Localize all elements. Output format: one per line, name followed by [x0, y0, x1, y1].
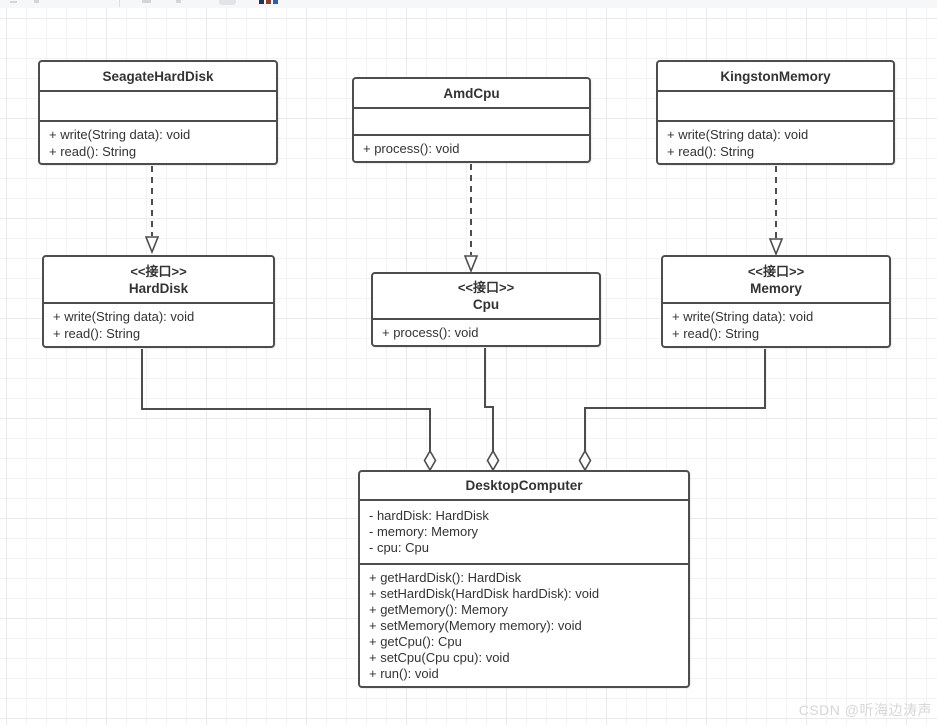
aggregation-memory-to-desktop[interactable] — [585, 349, 765, 451]
field-row: - memory: Memory — [369, 524, 479, 539]
aggregation-diamond — [488, 451, 499, 470]
toolbar-color-icon — [259, 0, 264, 4]
interface-title: Cpu — [472, 297, 500, 312]
method-row: + write(String data): void — [672, 309, 814, 324]
method-row: + getMemory(): Memory — [369, 602, 509, 617]
stereotype-label: <<接口>> — [747, 263, 805, 279]
method-row: + write(String data): void — [53, 309, 195, 324]
fields-compartment — [658, 90, 893, 120]
realization-arrowhead — [146, 237, 158, 252]
interface-cpu[interactable]: <<接口>> Cpu + process(): void — [371, 272, 601, 347]
method-row: + getCpu(): Cpu — [369, 634, 462, 649]
method-row: + write(String data): void — [667, 127, 809, 142]
aggregation-diamond — [580, 451, 591, 470]
fields-compartment — [354, 107, 589, 134]
toolbar-pill — [219, 0, 236, 5]
realization-arrowhead — [770, 239, 782, 254]
method-row: + read(): String — [49, 144, 137, 159]
toolbar-color-icon — [273, 0, 278, 4]
aggregation-cpu-to-desktop[interactable] — [485, 348, 493, 451]
class-title: AmdCpu — [443, 85, 500, 101]
fields-compartment: - hardDisk: HardDisk - memory: Memory - … — [360, 499, 688, 563]
class-amd-cpu[interactable]: AmdCpu + process(): void — [352, 77, 591, 163]
class-title: KingstonMemory — [720, 68, 831, 84]
aggregation-diamond — [425, 451, 436, 470]
method-row: + read(): String — [667, 144, 755, 159]
class-desktop-computer[interactable]: DesktopComputer - hardDisk: HardDisk - m… — [358, 470, 690, 688]
stereotype-label: <<接口>> — [130, 263, 187, 279]
method-row: + read(): String — [672, 326, 760, 341]
toolbar-fragment — [176, 0, 181, 3]
toolbar-fragment — [34, 0, 39, 3]
method-row: + write(String data): void — [49, 127, 191, 142]
class-kingston-memory[interactable]: KingstonMemory + write(String data): voi… — [656, 60, 895, 165]
method-row: + read(): String — [53, 326, 141, 341]
interface-title: HardDisk — [128, 280, 189, 296]
methods-compartment: + process(): void — [354, 134, 589, 161]
field-row: - hardDisk: HardDisk — [369, 508, 489, 523]
interface-hard-disk[interactable]: <<接口>> HardDisk + write(String data): vo… — [42, 255, 275, 348]
methods-compartment: + write(String data): void + read(): Str… — [663, 302, 889, 346]
aggregation-harddisk-to-desktop[interactable] — [142, 349, 430, 451]
csdn-watermark: CSDN @听海边涛声 — [798, 702, 932, 718]
method-row: + process(): void — [363, 141, 460, 156]
method-row: + process(): void — [382, 325, 479, 340]
toolbar-strip — [0, 0, 937, 8]
toolbar-color-icon — [266, 0, 271, 4]
toolbar-separator — [119, 0, 120, 7]
interface-header: <<接口>> Cpu — [373, 274, 599, 318]
methods-compartment: + process(): void — [373, 318, 599, 345]
methods-compartment: + write(String data): void + read(): Str… — [44, 302, 273, 346]
interface-header: <<接口>> Memory — [663, 257, 889, 302]
methods-compartment: + write(String data): void + read(): Str… — [658, 120, 893, 163]
interface-title: Memory — [750, 280, 802, 296]
realization-arrowhead — [465, 256, 477, 271]
class-seagate-hard-disk[interactable]: SeagateHardDisk + write(String data): vo… — [38, 60, 278, 165]
method-row: + setMemory(Memory memory): void — [369, 618, 582, 633]
method-row: + setHardDisk(HardDisk hardDisk): void — [369, 586, 600, 601]
field-row: - cpu: Cpu — [369, 540, 429, 555]
method-row: + run(): void — [369, 666, 439, 681]
interface-header: <<接口>> HardDisk — [44, 257, 273, 302]
class-title: DesktopComputer — [465, 478, 583, 493]
method-row: + getHardDisk(): HardDisk — [369, 570, 522, 585]
method-row: + setCpu(Cpu cpu): void — [369, 650, 510, 665]
stereotype-label: <<接口>> — [457, 280, 515, 295]
interface-memory[interactable]: <<接口>> Memory + write(String data): void… — [661, 255, 891, 348]
methods-compartment: + write(String data): void + read(): Str… — [40, 120, 276, 163]
toolbar-fragment — [10, 1, 17, 3]
class-title: SeagateHardDisk — [102, 68, 214, 84]
toolbar-fragment — [142, 0, 151, 3]
fields-compartment — [40, 90, 276, 120]
methods-compartment: + getHardDisk(): HardDisk + setHardDisk(… — [360, 563, 688, 686]
